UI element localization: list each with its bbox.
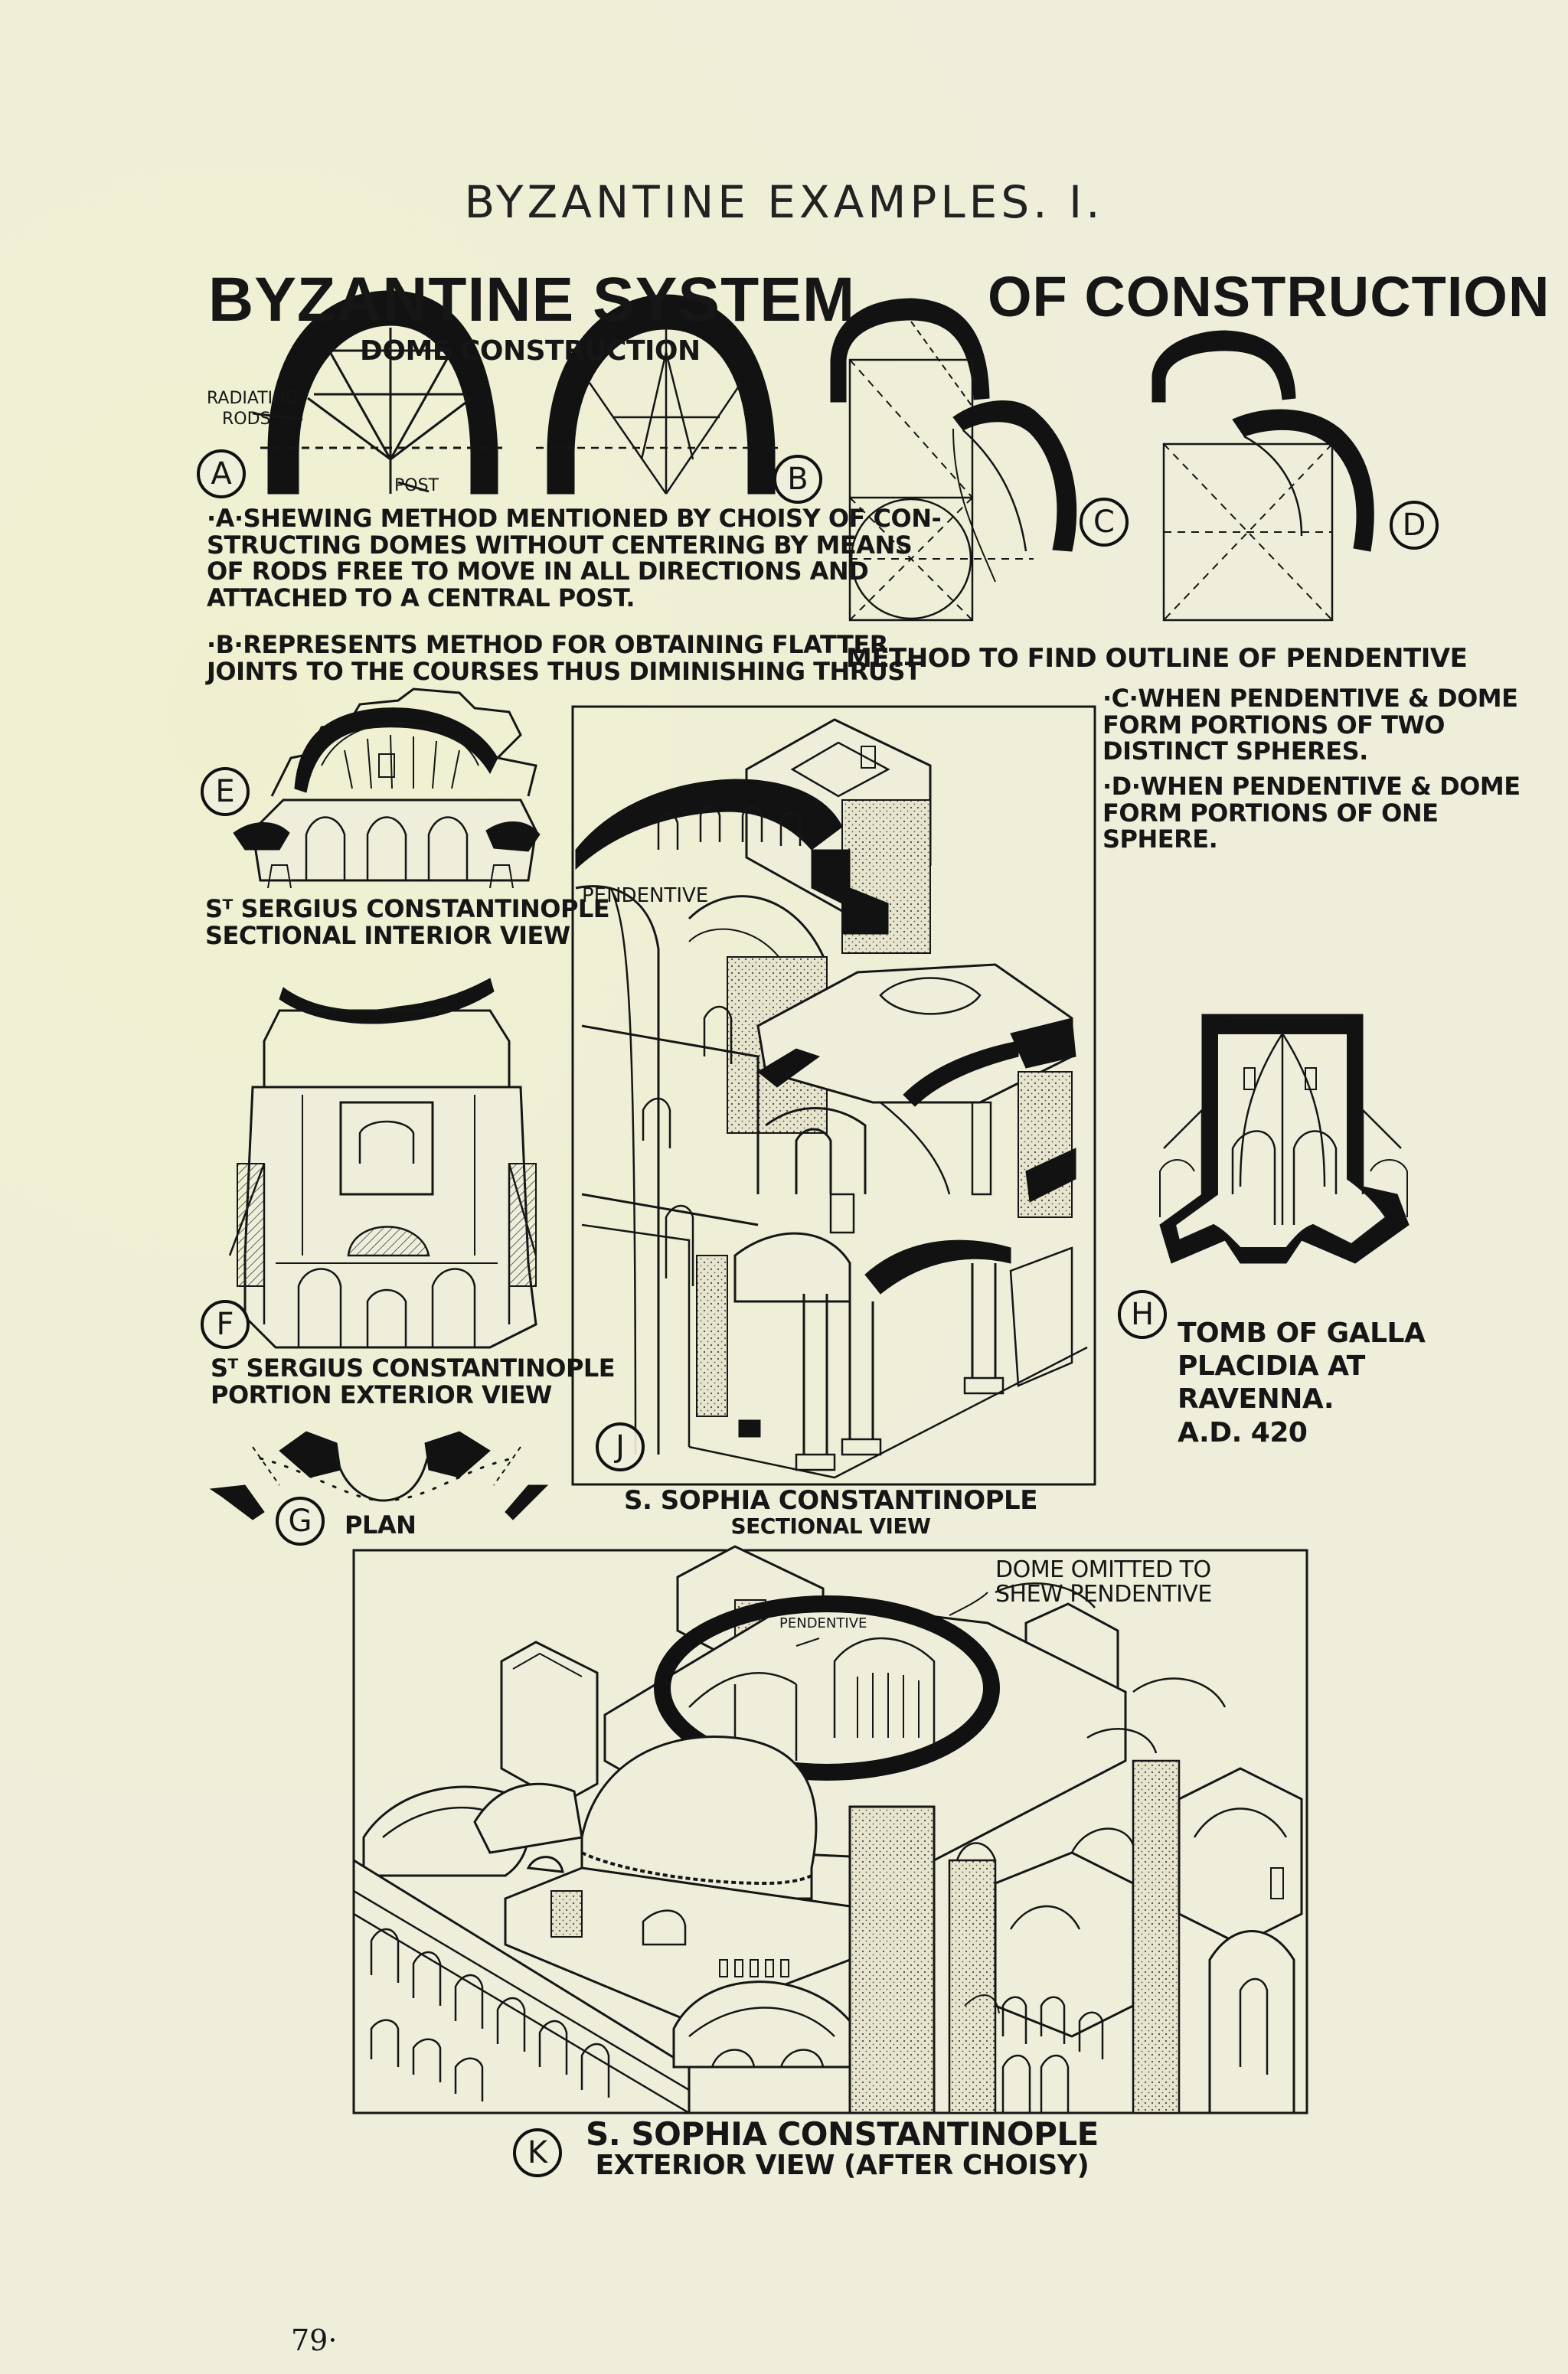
caption-e: Sᵀ SERGIUS CONSTANTINOPLE SECTIONAL INTE… bbox=[205, 894, 610, 950]
marker-c: C bbox=[1080, 498, 1129, 547]
label-radiating: RADIATING bbox=[207, 389, 299, 408]
marker-h: H bbox=[1118, 1290, 1167, 1339]
marker-b: B bbox=[773, 455, 822, 504]
label-k-pendentive: PENDENTIVE bbox=[779, 1615, 867, 1631]
caption-k: S. SOPHIA CONSTANTINOPLE EXTERIOR VIEW (… bbox=[586, 2115, 1099, 2182]
caption-a: ·A·SHEWING METHOD MENTIONED BY CHOISY OF… bbox=[207, 504, 942, 612]
figure-g-plan bbox=[209, 1431, 549, 1520]
figure-c-pendentive-geometry bbox=[830, 298, 1077, 622]
figure-e-st-sergius-interior bbox=[233, 687, 541, 889]
plate-title-right: OF CONSTRUCTION bbox=[988, 265, 1550, 328]
figure-a-dome-radiating-rods bbox=[252, 290, 505, 495]
figure-k-s-sophia-exterior bbox=[352, 1545, 1308, 2114]
marker-k: K bbox=[513, 2128, 562, 2177]
page-header: BYZANTINE EXAMPLES. I. bbox=[464, 176, 1104, 228]
figure-f-st-sergius-exterior bbox=[228, 978, 537, 1349]
caption-g: PLAN bbox=[345, 1510, 416, 1540]
dome-construction-heading: DOME CONSTRUCTION bbox=[360, 335, 701, 367]
caption-f: Sᵀ SERGIUS CONSTANTINOPLE PORTION EXTERI… bbox=[211, 1354, 616, 1409]
caption-j: S. SOPHIA CONSTANTINOPLE SECTIONAL VIEW bbox=[624, 1485, 1037, 1539]
marker-f: F bbox=[201, 1300, 250, 1349]
marker-j: J bbox=[596, 1422, 645, 1471]
pendentive-note-c: ·C·WHEN PENDENTIVE & DOME FORM PORTIONS … bbox=[1102, 684, 1518, 766]
figure-h-galla-placidia bbox=[1159, 1014, 1410, 1264]
marker-d: D bbox=[1390, 501, 1439, 550]
label-post: POST bbox=[394, 476, 439, 495]
figure-d-pendentive-geometry bbox=[1152, 330, 1374, 622]
marker-g: G bbox=[276, 1497, 325, 1546]
page-number: 79· bbox=[291, 2323, 338, 2357]
pendentive-note-d: ·D·WHEN PENDENTIVE & DOME FORM PORTIONS … bbox=[1102, 772, 1521, 854]
caption-h: TOMB OF GALLA PLACIDIA AT RAVENNA. A.D. … bbox=[1178, 1318, 1426, 1448]
note-k-dome-omitted: DOME OMITTED TO SHEW PENDENTIVE bbox=[995, 1556, 1212, 1608]
plate-title-left: BYZANTINE SYSTEM bbox=[208, 265, 856, 335]
marker-e: E bbox=[201, 767, 250, 816]
label-j-pendentive: PENDENTIVE bbox=[582, 884, 709, 907]
caption-b: ·B·REPRESENTS METHOD FOR OBTAINING FLATT… bbox=[207, 630, 922, 686]
pendentive-caption: METHOD TO FIND OUTLINE OF PENDENTIVE bbox=[846, 643, 1468, 674]
figure-b-dome-flatter-joints bbox=[536, 294, 781, 495]
figure-j-s-sophia-section bbox=[571, 705, 1096, 1486]
label-rods: RODS bbox=[222, 410, 271, 429]
marker-a: A bbox=[197, 449, 246, 498]
